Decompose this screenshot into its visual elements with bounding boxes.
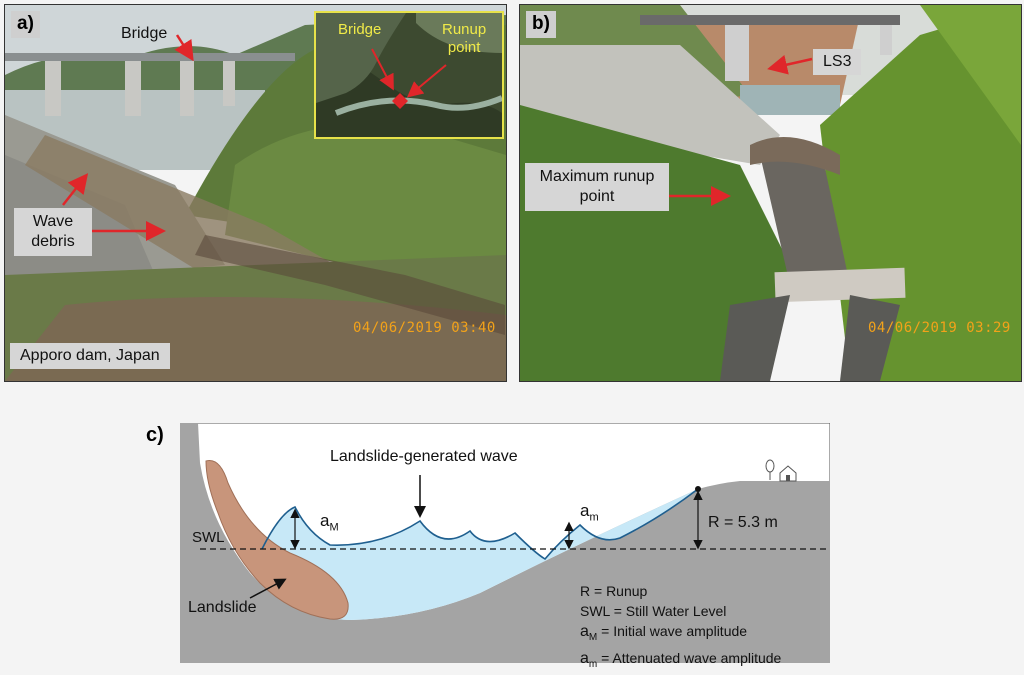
legend-am-base: a [580,649,589,667]
legend: R = Runup SWL = Still Water Level aM = I… [580,581,781,675]
aM-base: a [320,511,330,530]
legend-swl: SWL = Still Water Level [580,603,727,619]
tree-icon [765,459,775,480]
diagram-drawing [180,423,830,663]
landslide-pointer [249,578,287,599]
legend-aM: aM = Initial wave amplitude [580,621,781,648]
panel-a-photo: a) Bridge Wave debris Apporo dam, Japan … [4,4,507,382]
inset-runup-line2: point [447,39,481,56]
wave-debris-line1: Wave [32,213,74,230]
debris-arrow-1 [62,173,89,206]
am-label: am [580,501,599,523]
legend-am: am = Attenuated wave amplitude [580,648,781,675]
aM-sub: M [329,521,339,534]
runup-diagram: Landslide-generated wave SWL Landslide a… [180,423,830,670]
panel-b-label: b) [526,11,556,38]
ls3-label: LS3 [813,49,862,75]
panel-a-label: a) [11,11,40,38]
legend-am-sub: m [588,658,598,670]
panel-c-label: c) [146,424,164,446]
max-runup-line2: point [579,188,615,205]
legend-runup: R = Runup [580,583,648,599]
aM-label: aM [320,511,339,533]
inset-bridge-label: Bridge [338,21,382,38]
legend-am-text: = Attenuated wave amplitude [601,649,782,666]
legend-aM-text: = Initial wave amplitude [601,623,748,639]
swl-label: SWL [192,529,225,546]
legend-aM-sub: M [588,631,598,643]
legend-aM-base: a [580,623,589,640]
terrain [180,423,830,663]
bridge-label: Bridge [121,25,168,42]
runup-point [695,486,701,492]
wave-line [261,488,699,561]
wave-debris-label: Wave debris [14,208,92,256]
panel-a-arrows [62,34,194,241]
wave-title: Landslide-generated wave [330,448,518,465]
satellite-inset: Bridge Runup point [314,11,504,139]
panel-b-photo: b) LS3 Maximum runup point 04/06/2019 03… [519,4,1022,382]
max-runup-label: Maximum runup point [525,163,669,211]
runup-value: R = 5.3 m [708,514,778,531]
landslide-label: Landslide [188,599,257,616]
wave-debris-line2: debris [31,233,75,250]
landslide-mass [205,459,349,620]
water-body [262,489,698,620]
am-base: a [580,501,590,520]
panel-b-arrows [668,54,813,206]
timestamp-a: 04/06/2019 03:40 [353,320,496,336]
ls3-arrow [767,54,813,75]
bridge-arrow [174,34,194,62]
inset-runup-line1: Runup [442,21,487,38]
am-sub: m [589,511,599,524]
inset-runup-label: Runup point [442,21,486,57]
timestamp-b: 04/06/2019 03:29 [868,320,1011,336]
satellite-image [316,13,502,137]
max-runup-line1: Maximum runup [539,168,655,185]
house-icon [779,465,797,482]
location-label: Apporo dam, Japan [10,343,170,369]
